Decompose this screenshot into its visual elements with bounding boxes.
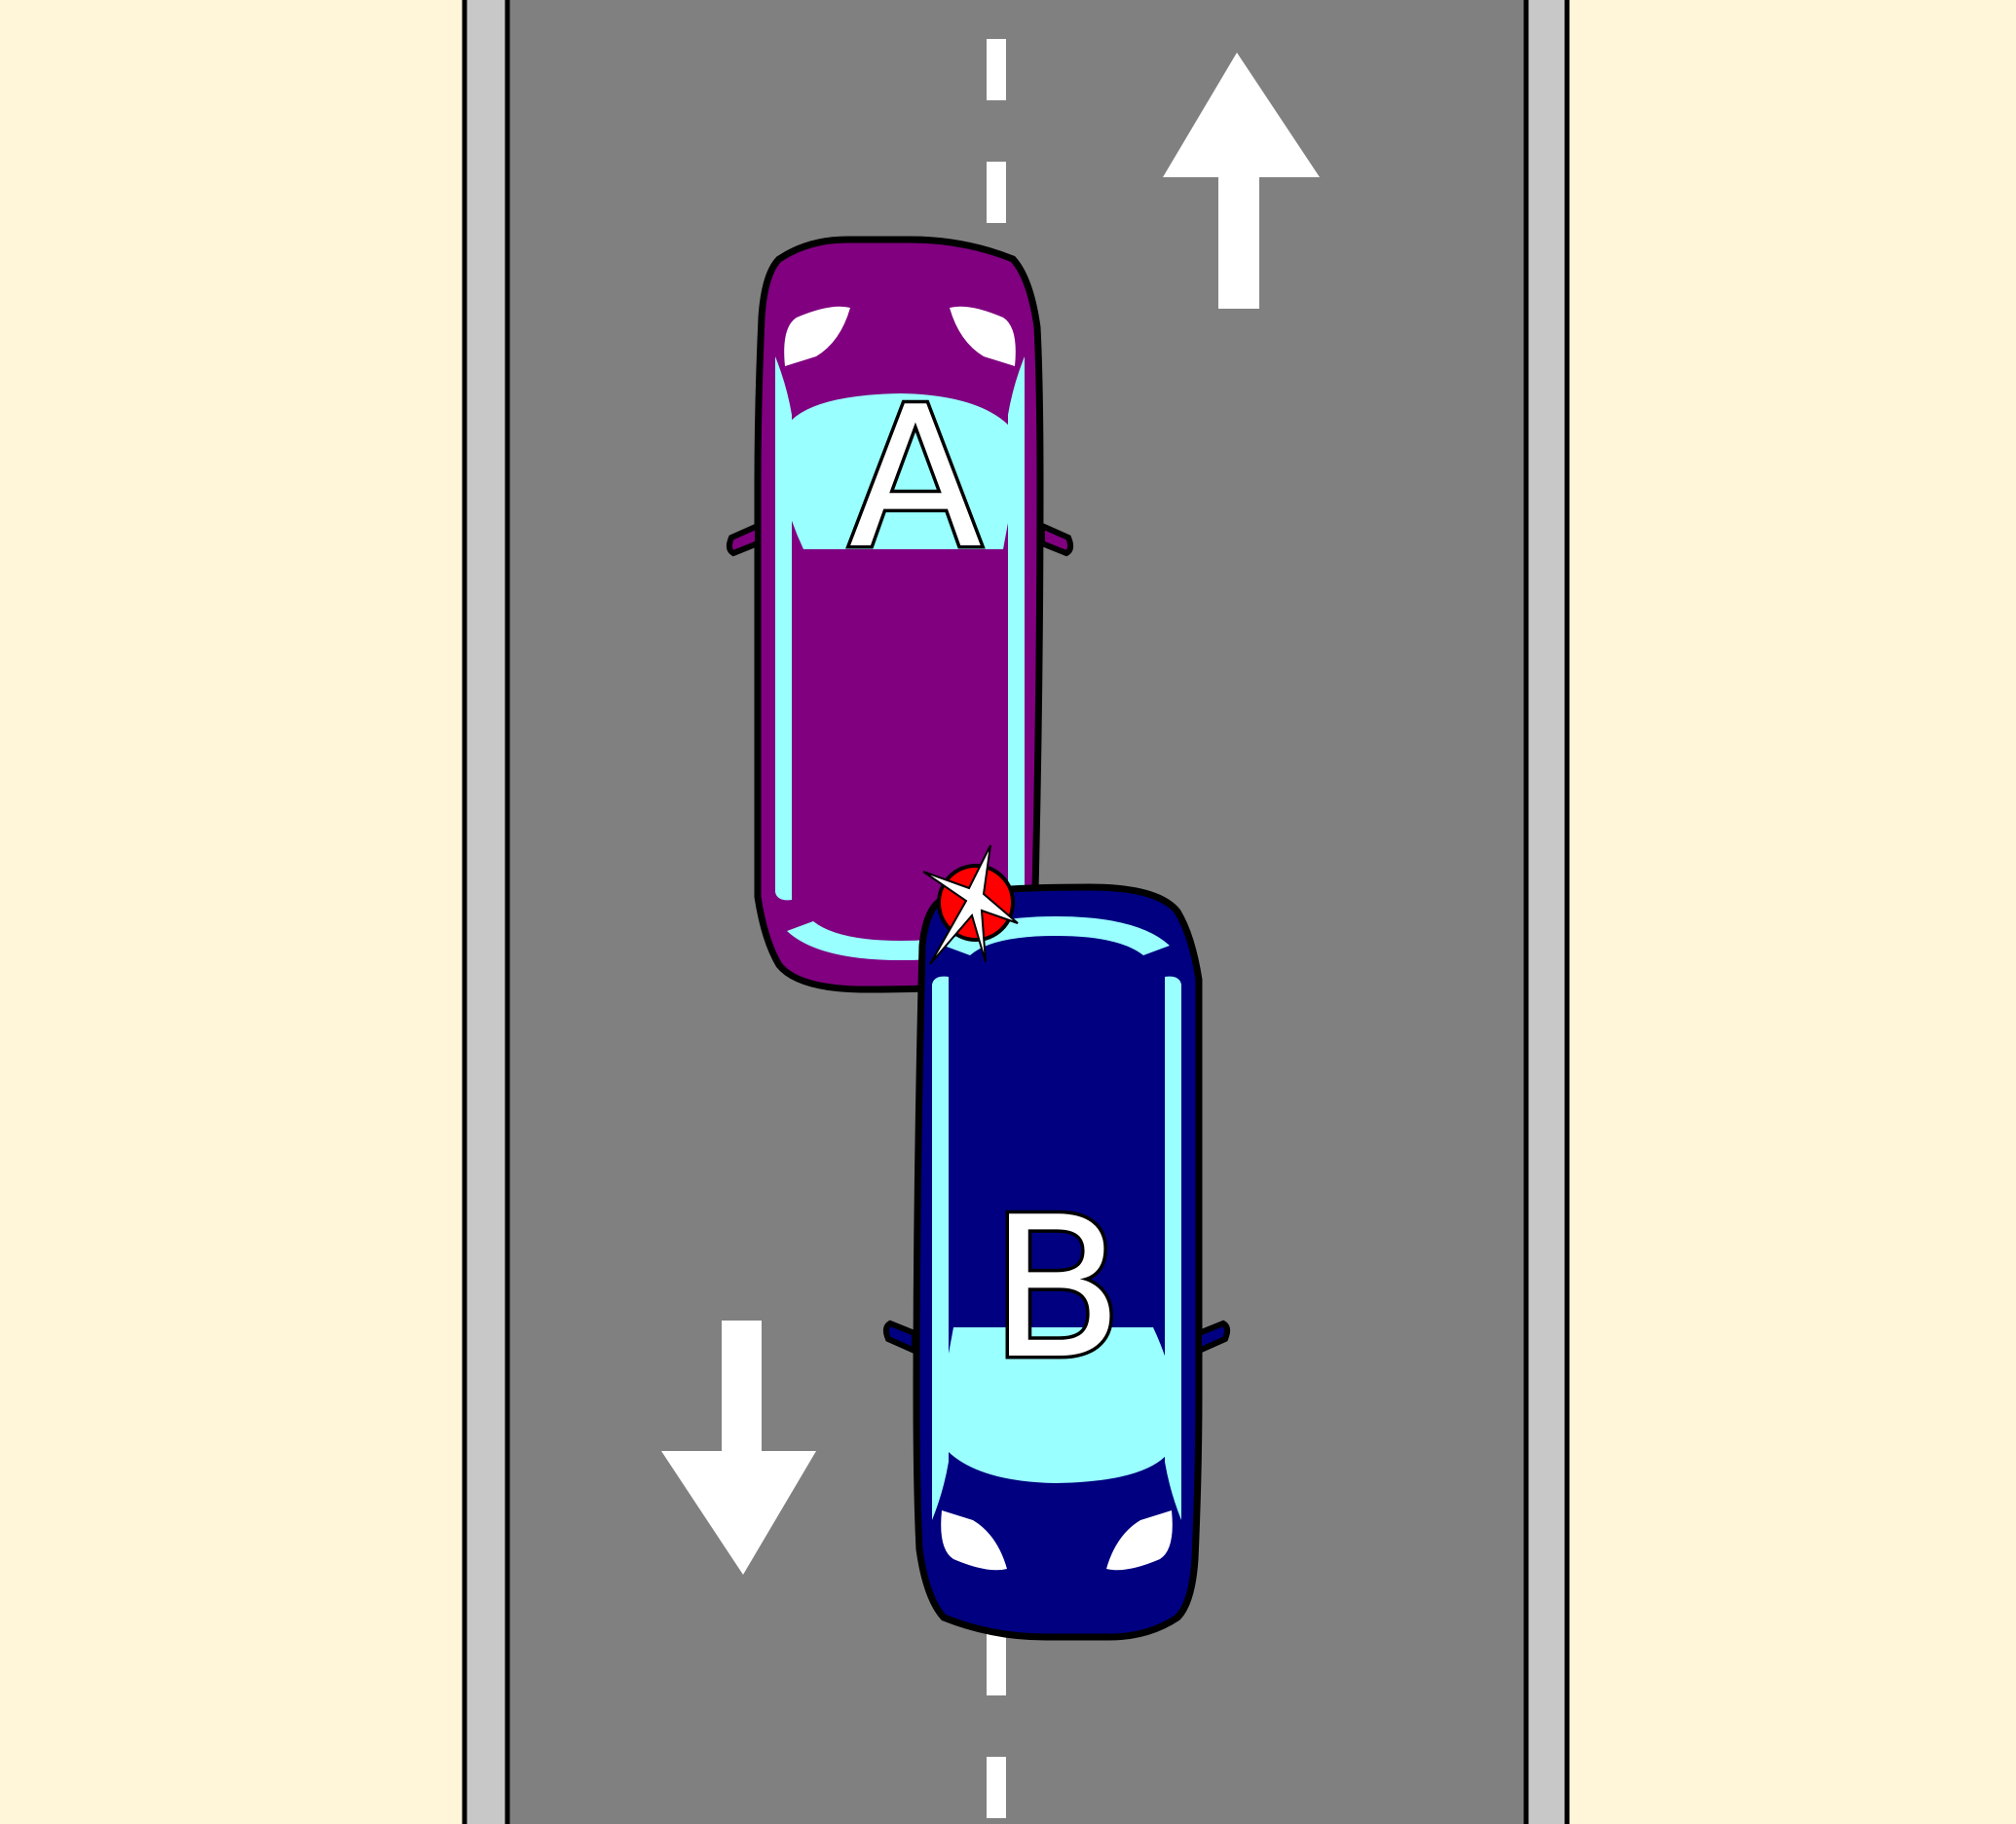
right-curb [1523,0,1570,1824]
left-curb [462,0,510,1824]
car-b-label: B [989,1175,1123,1402]
lane-dash [987,162,1006,223]
car-a-label: A [849,365,983,592]
lane-dash [987,39,1006,100]
car-a [729,240,1070,989]
arrow-up-icon [1163,53,1320,309]
arrow-down-icon [661,1321,816,1575]
lane-dash [987,1757,1006,1818]
collision-star-icon [922,844,1019,965]
lane-dash [987,1634,1006,1695]
